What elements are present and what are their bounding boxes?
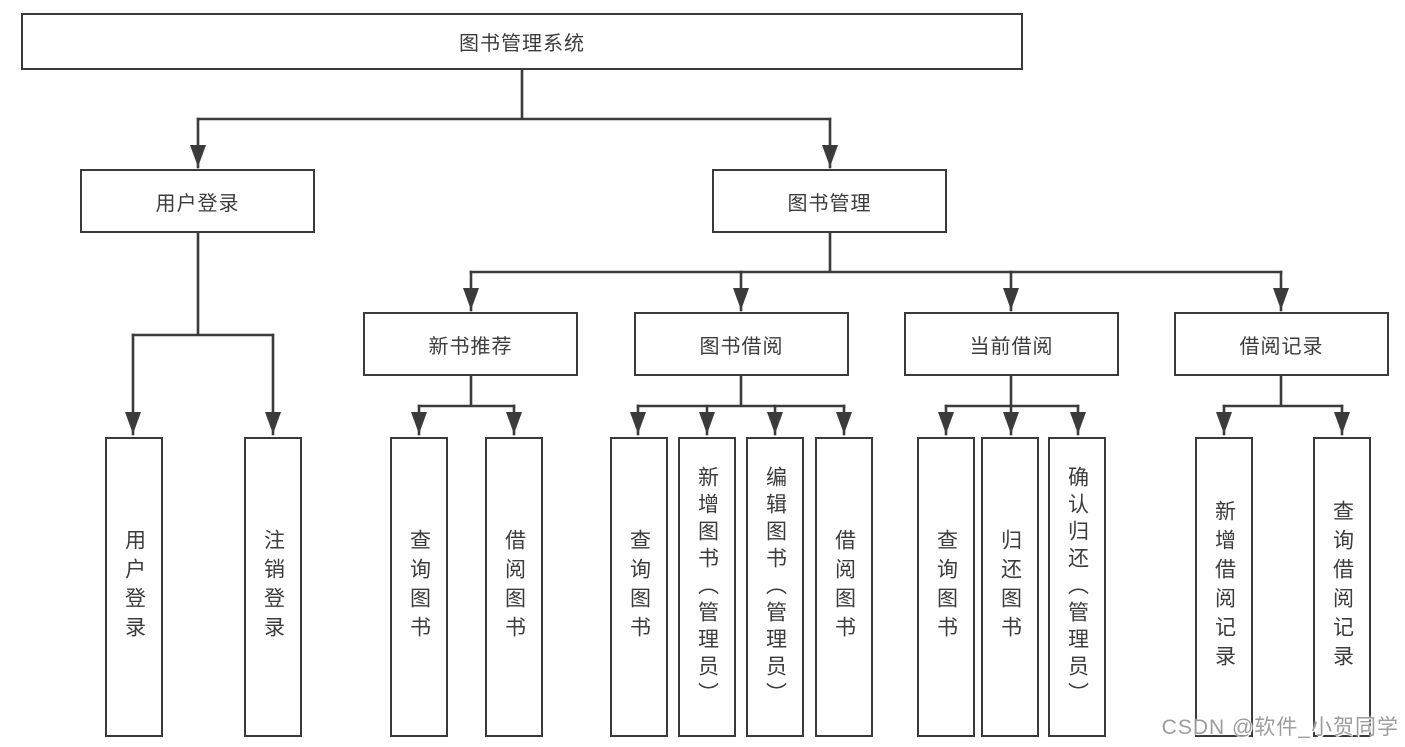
node-borrow-records: 借阅记录 — [1174, 312, 1389, 376]
leaf-query-books-recommend-label: 查询图书 — [407, 529, 431, 645]
leaf-query-books-current-label: 查询图书 — [934, 529, 958, 645]
leaf-user-login-label: 用户登录 — [122, 529, 146, 645]
leaf-add-book-admin-label: 新增图书（管理员） — [695, 465, 719, 709]
leaf-user-login: 用户登录 — [105, 437, 163, 737]
leaf-return-books: 归还图书 — [981, 437, 1039, 737]
leaf-logout: 注销登录 — [244, 437, 302, 737]
leaf-add-book-admin: 新增图书（管理员） — [678, 437, 736, 737]
leaf-logout-label: 注销登录 — [261, 529, 285, 645]
leaf-query-books-borrow-label: 查询图书 — [627, 529, 651, 645]
leaf-confirm-return-admin-label: 确认归还（管理员） — [1065, 465, 1089, 709]
leaf-edit-book-admin-label: 编辑图书（管理员） — [763, 465, 787, 709]
leaf-borrow-books-recommend: 借阅图书 — [485, 437, 543, 737]
leaf-query-borrow-record: 查询借阅记录 — [1313, 437, 1371, 737]
leaf-add-borrow-record: 新增借阅记录 — [1195, 437, 1253, 737]
node-book-management: 图书管理 — [712, 169, 947, 233]
node-user-login: 用户登录 — [80, 169, 315, 233]
csdn-watermark: CSDN @软件_小贺同学 — [1161, 716, 1399, 739]
leaf-borrow-books: 借阅图书 — [815, 437, 873, 737]
leaf-query-books-borrow: 查询图书 — [610, 437, 668, 737]
leaf-borrow-books-label: 借阅图书 — [832, 529, 856, 645]
node-book-borrow: 图书借阅 — [634, 312, 849, 376]
node-current-borrow: 当前借阅 — [904, 312, 1119, 376]
leaf-add-borrow-record-label: 新增借阅记录 — [1212, 500, 1236, 674]
node-root: 图书管理系统 — [21, 13, 1023, 70]
leaf-query-books-recommend: 查询图书 — [390, 437, 448, 737]
leaf-borrow-books-recommend-label: 借阅图书 — [502, 529, 526, 645]
leaf-edit-book-admin: 编辑图书（管理员） — [746, 437, 804, 737]
leaf-return-books-label: 归还图书 — [998, 529, 1022, 645]
leaf-query-borrow-record-label: 查询借阅记录 — [1330, 500, 1354, 674]
node-new-book-recommend: 新书推荐 — [363, 312, 578, 376]
leaf-confirm-return-admin: 确认归还（管理员） — [1048, 437, 1106, 737]
leaf-query-books-current: 查询图书 — [917, 437, 975, 737]
